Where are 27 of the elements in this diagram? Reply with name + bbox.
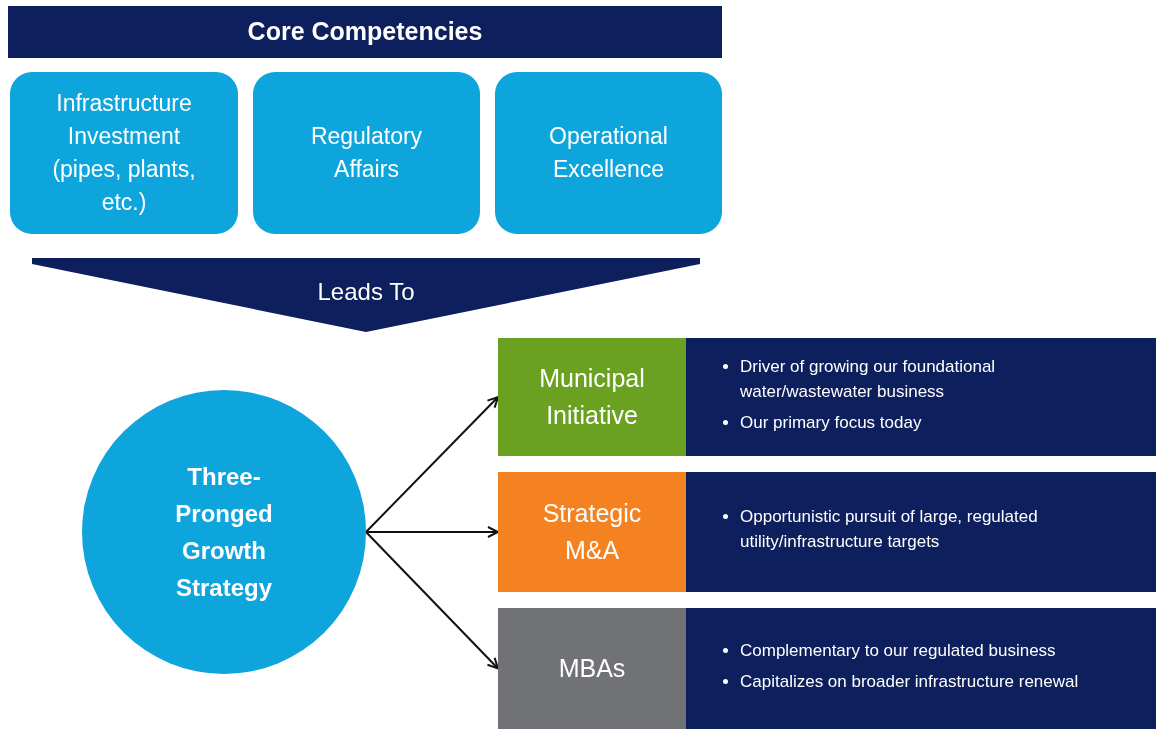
bullet-text: Opportunistic pursuit of large, regulated utility/infrastructure targets xyxy=(740,506,1039,553)
chevron-label: Leads To xyxy=(317,277,415,307)
competency-label: Infrastructure Investment (pipes, plants, etc.) xyxy=(51,89,197,217)
strategy-box xyxy=(498,608,686,729)
competency-box xyxy=(495,72,722,234)
description-panel xyxy=(686,338,1156,456)
arrow xyxy=(365,396,499,533)
strategy-label: Strategic M&A xyxy=(541,498,643,566)
strategy-label: Municipal Initiative xyxy=(538,363,646,431)
arrow xyxy=(365,531,499,670)
bullet-text: Capitalizes on broader infrastructure renewal xyxy=(740,670,1079,693)
circle-label: Three-Pronged Growth Strategy xyxy=(174,462,274,603)
banner-title: Core Competencies xyxy=(247,16,483,48)
bullet-text: Driver of growing our foundational water/wastewater business xyxy=(740,355,997,403)
heading-banner xyxy=(8,6,722,58)
arrow xyxy=(365,526,499,538)
description-panel xyxy=(686,472,1156,592)
competency-box xyxy=(253,72,480,234)
strategy-box xyxy=(498,338,686,456)
competency-box xyxy=(10,72,238,234)
competency-label: Regulatory Affairs xyxy=(309,122,424,184)
bullet-text: Our primary focus today xyxy=(740,411,922,434)
description-panel xyxy=(686,608,1156,729)
bullet-text: Complementary to our regulated business xyxy=(740,639,1056,662)
strategy-label: MBAs xyxy=(558,653,626,684)
strategy-box xyxy=(498,472,686,592)
competency-label: Operational Excellence xyxy=(548,122,669,184)
